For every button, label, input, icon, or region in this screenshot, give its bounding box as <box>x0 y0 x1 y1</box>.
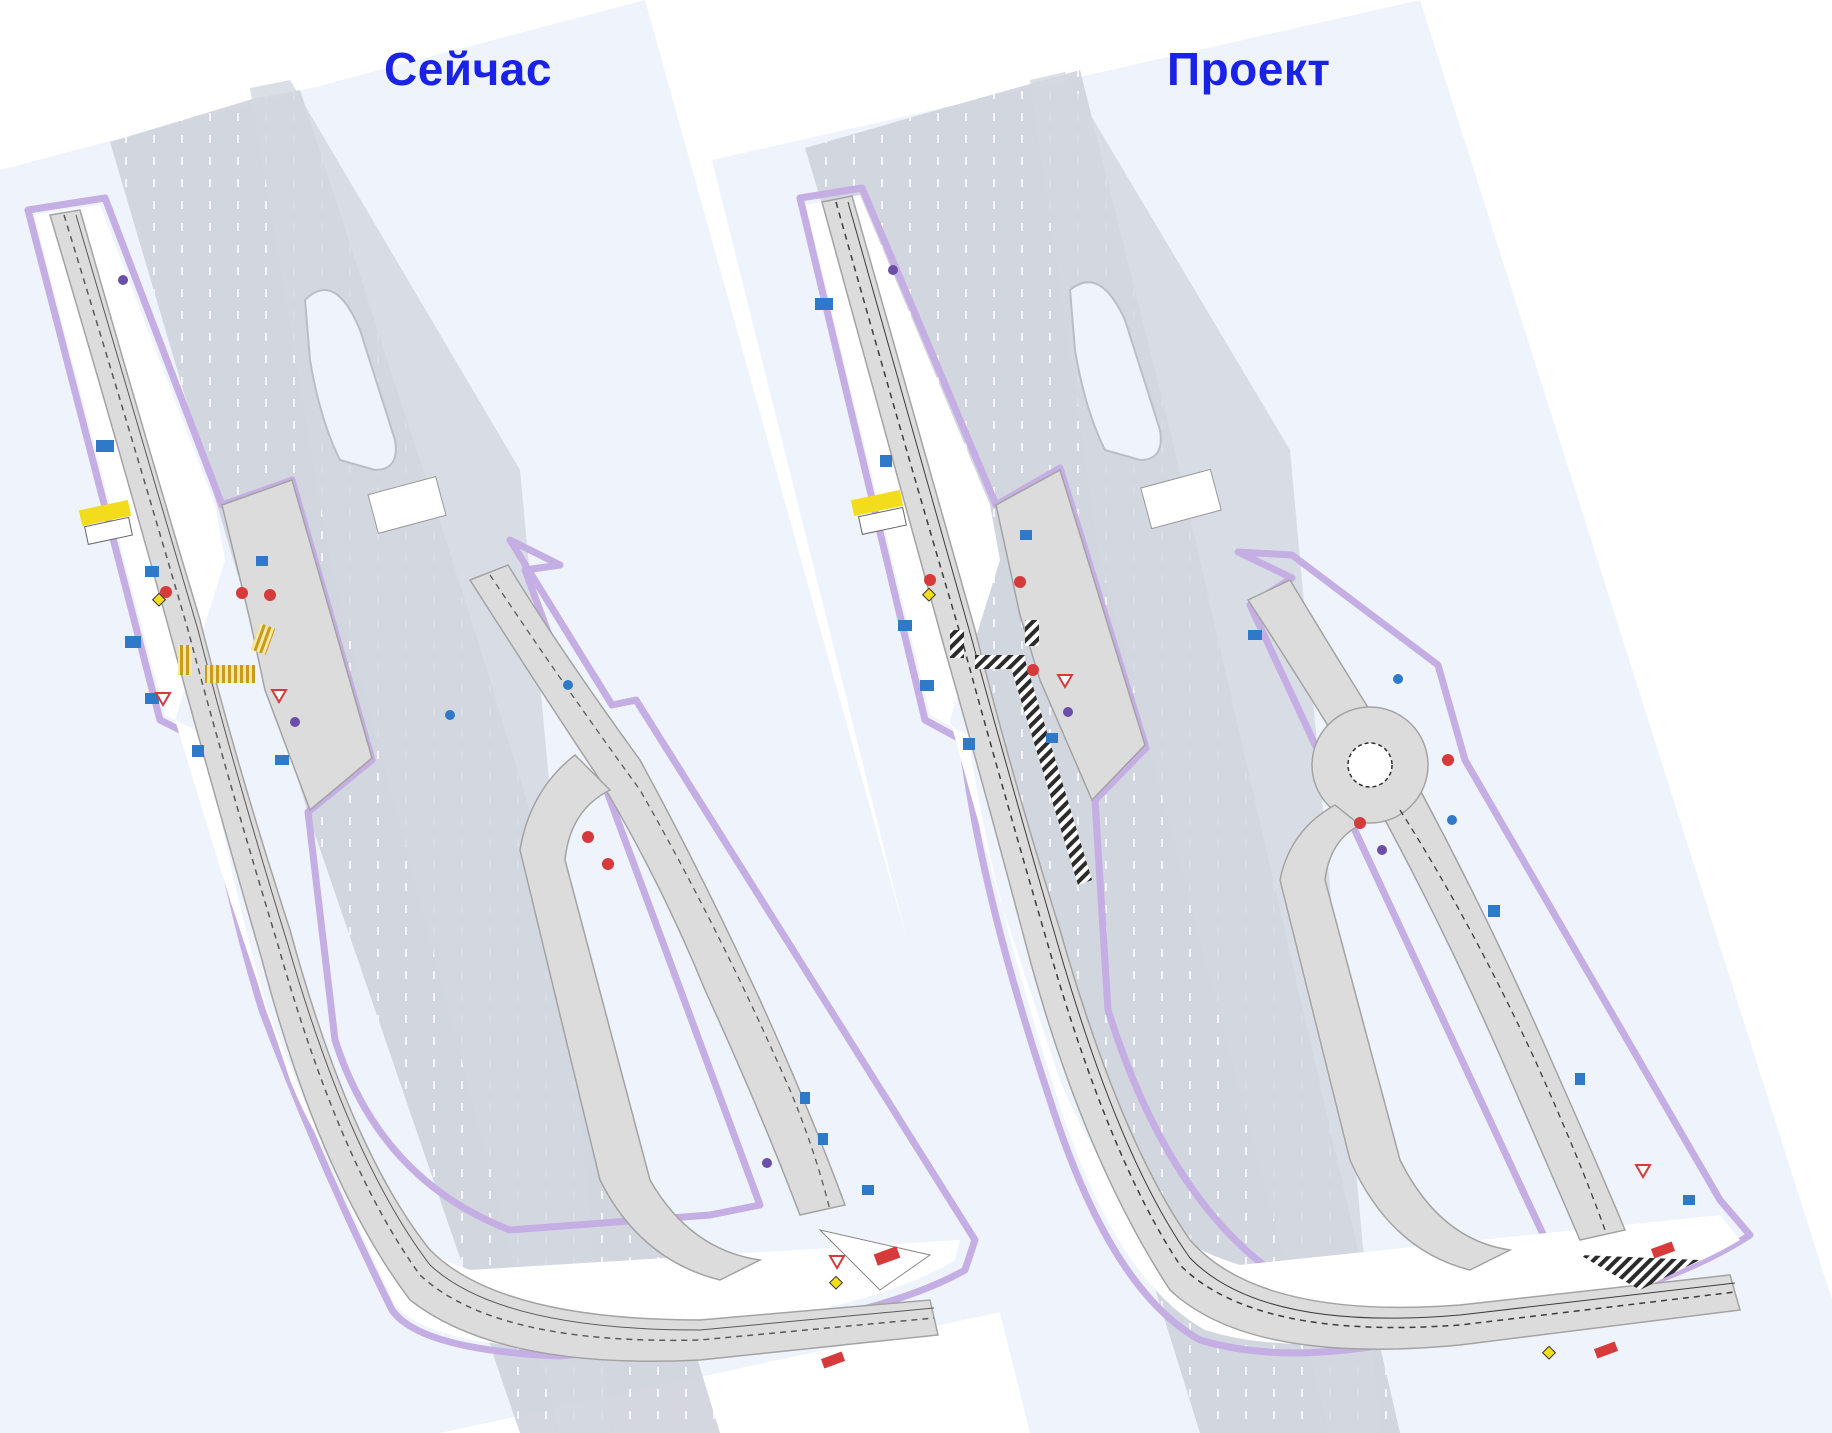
loop-turn-road <box>519 754 763 1281</box>
traffic-island <box>1068 281 1162 462</box>
direction-sign-icon <box>145 566 159 577</box>
crosswalk <box>950 630 964 658</box>
panel-title-current: Сейчас <box>384 43 552 95</box>
no-stopping-sign-icon <box>290 717 300 727</box>
road-signs <box>96 275 901 1369</box>
crosswalk <box>250 623 276 655</box>
direction-sign-icon <box>256 556 268 566</box>
direction-sign-icon <box>1020 530 1032 540</box>
no-stopping-sign-icon <box>1063 707 1073 717</box>
info-board <box>367 476 447 534</box>
crosswalk <box>975 655 1025 669</box>
no-stopping-sign-icon <box>762 1158 772 1168</box>
paved-plaza <box>995 468 1146 802</box>
project-layout-plan <box>712 0 1832 1433</box>
direction-sign-icon <box>145 693 159 704</box>
no-entry-sign-icon <box>1354 817 1366 829</box>
direction-sign-icon <box>1447 815 1457 825</box>
ramp-centerline <box>835 201 1736 1329</box>
no-entry-sign-icon <box>1442 754 1454 766</box>
direction-sign-icon <box>815 298 833 310</box>
traffic-island-triangle <box>818 1229 932 1291</box>
hatched-median <box>1010 660 1092 885</box>
direction-sign-icon <box>275 755 289 765</box>
hazard-barrier <box>873 1246 901 1266</box>
direction-sign-icon <box>125 636 141 648</box>
crosswalk <box>1025 620 1039 646</box>
ramp-road <box>49 209 939 1362</box>
direction-sign-icon <box>563 680 573 690</box>
hazard-barrier <box>1650 1241 1676 1259</box>
no-entry-sign-icon <box>160 586 172 598</box>
priority-road-sign-icon <box>1541 1345 1557 1360</box>
ramp-road <box>821 195 1741 1350</box>
traffic-island <box>303 289 397 472</box>
hazard-barrier <box>820 1351 846 1369</box>
direction-sign-icon <box>192 745 204 757</box>
no-entry-sign-icon <box>582 831 594 843</box>
yield-sign-icon <box>270 689 288 704</box>
no-entry-sign-icon <box>602 858 614 870</box>
info-board <box>1140 468 1222 530</box>
no-stopping-sign-icon <box>1377 845 1387 855</box>
priority-road-sign-icon <box>828 1275 844 1290</box>
direction-sign-icon <box>1046 733 1058 743</box>
direction-sign-icon <box>880 455 892 467</box>
ramp-centerline <box>63 214 935 1342</box>
priority-road-sign-icon <box>921 587 937 602</box>
direction-sign-icon <box>445 710 455 720</box>
direction-sign-icon <box>818 1133 828 1145</box>
no-entry-sign-icon <box>924 574 936 586</box>
loop-turn-road <box>1279 804 1513 1271</box>
road-signs <box>815 265 1695 1360</box>
roundabout-island <box>1347 742 1393 788</box>
direction-sign-icon <box>1575 1073 1585 1085</box>
info-sign-board <box>84 516 133 545</box>
hatched-island <box>1580 1255 1700 1290</box>
info-sign-yellow <box>78 499 132 527</box>
direction-sign-icon <box>862 1185 874 1195</box>
direction-sign-icon <box>1248 630 1262 640</box>
yield-sign-icon <box>154 692 172 707</box>
info-sign-board <box>858 506 907 535</box>
hazard-barrier <box>1593 1341 1619 1359</box>
priority-road-sign-icon <box>151 592 167 607</box>
yield-sign-icon <box>828 1255 846 1270</box>
direction-sign-icon <box>920 680 934 691</box>
direction-sign-icon <box>1488 905 1500 917</box>
info-sign-yellow <box>850 489 904 517</box>
direction-sign-icon <box>898 620 912 631</box>
yield-sign-icon <box>1634 1164 1652 1179</box>
loop-centerline <box>1399 809 1606 1231</box>
ramp-lane-line <box>847 201 1736 1319</box>
direction-sign-icon <box>1683 1195 1695 1205</box>
sidewalk-area <box>806 195 1740 1344</box>
no-stopping-sign-icon <box>118 275 128 285</box>
direction-sign-icon <box>800 1092 810 1104</box>
direction-sign-icon <box>96 440 114 452</box>
sidewalk-area <box>34 205 960 1348</box>
crosswalk <box>205 665 255 683</box>
current-layout-plan <box>0 0 1010 1433</box>
direction-sign-icon <box>1393 674 1403 684</box>
no-entry-sign-icon <box>1014 576 1026 588</box>
loop-centerline <box>489 574 831 1211</box>
yield-sign-icon <box>1056 674 1074 689</box>
no-entry-sign-icon <box>236 587 248 599</box>
panel-title-project: Проект <box>1167 43 1331 95</box>
no-stopping-sign-icon <box>888 265 898 275</box>
crosswalk <box>178 645 192 675</box>
direction-sign-icon <box>963 738 975 750</box>
ramp-lane-line <box>75 214 935 1331</box>
no-entry-sign-icon <box>1027 664 1039 676</box>
no-entry-sign-icon <box>264 589 276 601</box>
